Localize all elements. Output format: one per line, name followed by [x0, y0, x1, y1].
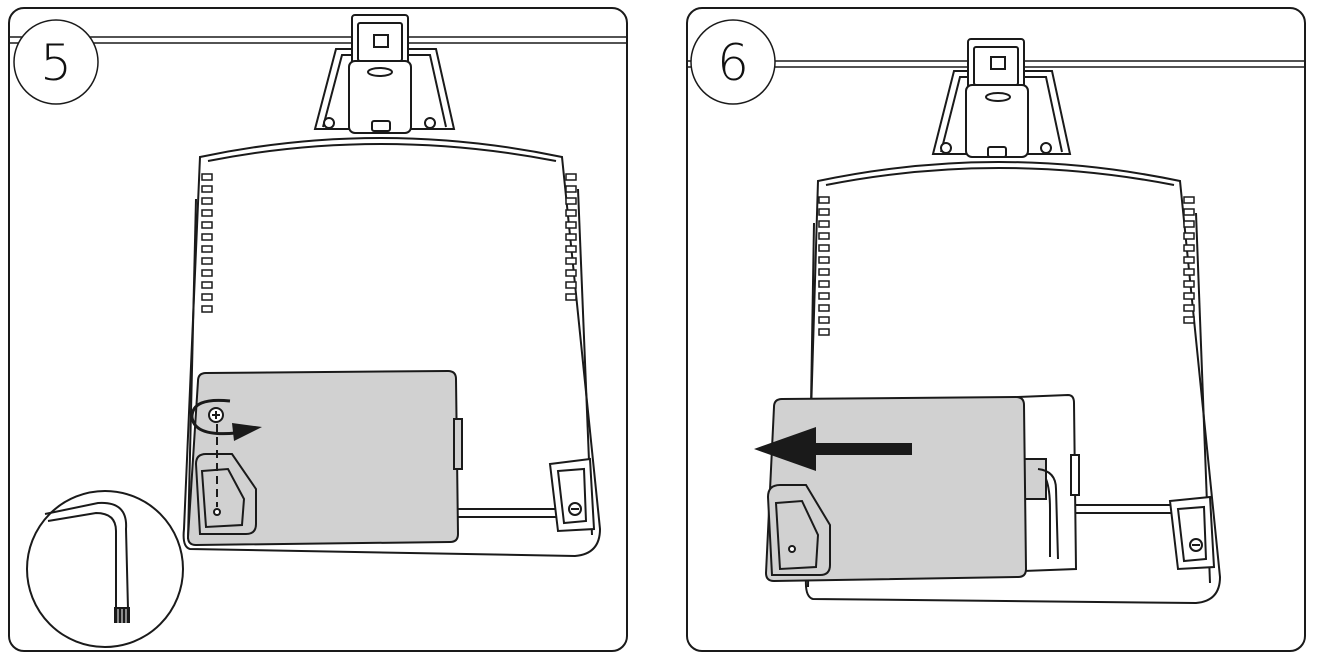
step-5-number: 5 [40, 34, 72, 92]
step-5-panel: 5 [8, 7, 628, 652]
step-6-number: 6 [717, 34, 749, 92]
step-5-badge [13, 19, 99, 105]
vent-slots-right [565, 173, 577, 301]
battery-compartment [1016, 393, 1080, 573]
vent-slots-left [201, 173, 213, 313]
vent-slots-left [818, 196, 830, 336]
step-5-illustration [10, 14, 626, 648]
step-6-illustration [688, 19, 1304, 605]
battery-cover [186, 369, 463, 547]
cover-screw [208, 407, 224, 423]
mounting-rail [10, 36, 626, 44]
battery-cover [764, 395, 1028, 583]
hanger-bracket [313, 14, 456, 134]
rotate-arrow-icon [190, 398, 262, 441]
step-6-badge [690, 19, 776, 105]
step-6-panel: 6 [686, 7, 1306, 652]
hanger-bracket [931, 38, 1072, 158]
vent-slots-right [1183, 196, 1195, 324]
left-arrow-icon [754, 427, 912, 471]
mount-tab-right [548, 457, 596, 533]
hex-key-icon [26, 490, 184, 648]
mount-tab-right [1168, 495, 1216, 571]
